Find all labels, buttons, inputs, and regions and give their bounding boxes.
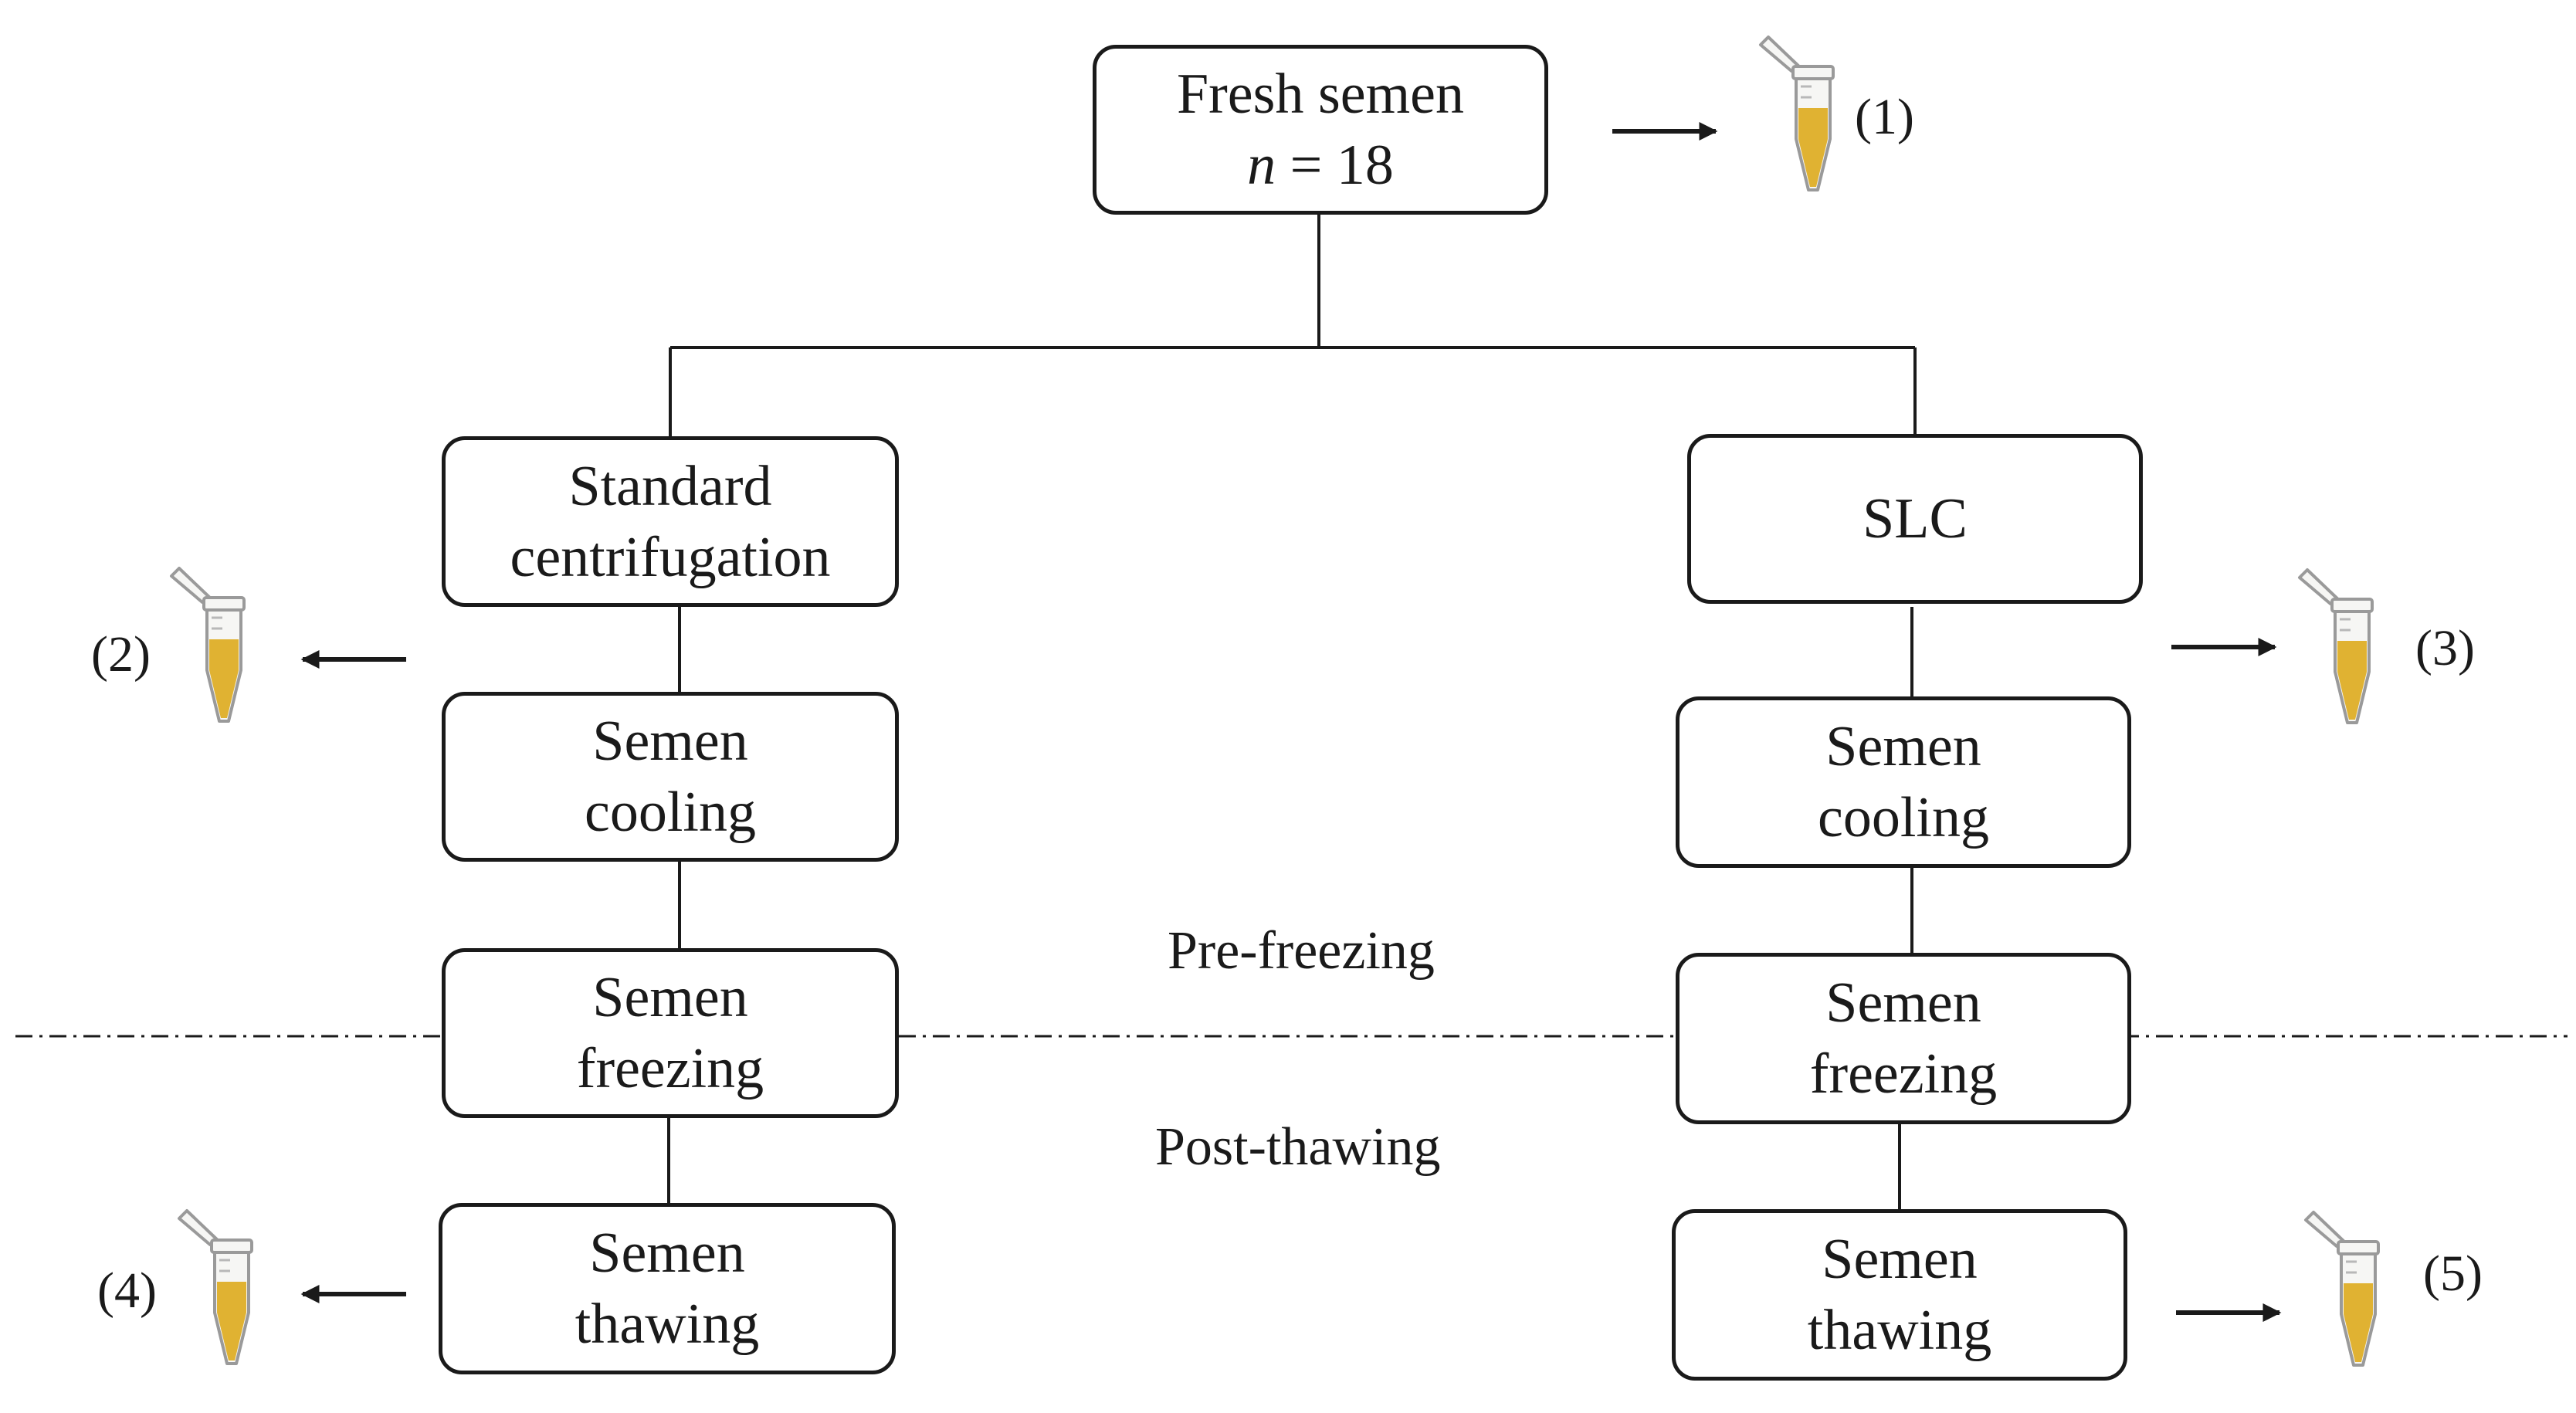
box-left-semen-freezing: Semen freezing bbox=[442, 948, 899, 1118]
tube-icon bbox=[170, 567, 246, 723]
sample-label-5: (5) bbox=[2423, 1245, 2483, 1302]
sample-label-3: (3) bbox=[2415, 620, 2475, 676]
box-line-2: centrifugation bbox=[510, 525, 831, 589]
sample-label-1: (1) bbox=[1855, 89, 1914, 145]
box-line-2: thawing bbox=[575, 1293, 760, 1356]
sample-label-4: (4) bbox=[97, 1262, 157, 1319]
box-right-semen-thawing: Semen thawing bbox=[1672, 1209, 2127, 1381]
box-line-1: Semen bbox=[592, 710, 748, 773]
box-slc: SLC bbox=[1687, 434, 2143, 604]
box-right-semen-freezing: Semen freezing bbox=[1676, 953, 2131, 1124]
box-line-2: thawing bbox=[1807, 1299, 1992, 1362]
sampling-arrows bbox=[300, 122, 2282, 1322]
box-left-semen-cooling: Semen cooling bbox=[442, 692, 899, 862]
box-line-1: Standard bbox=[568, 454, 772, 518]
tube-icon bbox=[1759, 36, 1835, 191]
phase-label-post-thawing: Post-thawing bbox=[1155, 1117, 1441, 1177]
phase-label-pre-freezing: Pre-freezing bbox=[1168, 921, 1435, 981]
box-line-1: Semen bbox=[592, 966, 748, 1029]
box-line-2: freezing bbox=[576, 1037, 764, 1100]
box-line-1: Semen bbox=[1825, 971, 1981, 1035]
box-right-semen-cooling: Semen cooling bbox=[1676, 696, 2131, 868]
box-line-1: Semen bbox=[1825, 715, 1981, 778]
box-line-2: cooling bbox=[585, 781, 756, 844]
box-line-2: freezing bbox=[1809, 1042, 1998, 1106]
n-symbol: n bbox=[1247, 134, 1276, 197]
box-standard-centrifugation: Standard centrifugation bbox=[442, 436, 899, 607]
sample-label-2: (2) bbox=[91, 626, 151, 683]
box-line-1: SLC bbox=[1863, 487, 1968, 551]
box-line-2: cooling bbox=[1818, 786, 1989, 849]
box-line-1: Semen bbox=[1822, 1228, 1978, 1291]
tree-connectors bbox=[667, 215, 1917, 1209]
tube-icon bbox=[178, 1209, 253, 1365]
box-line-1: Semen bbox=[589, 1222, 745, 1285]
tube-icon bbox=[2304, 1211, 2380, 1367]
box-fresh-semen: Fresh semen n = 18 bbox=[1093, 45, 1548, 215]
sample-size: n = 18 bbox=[1247, 130, 1394, 201]
box-left-semen-thawing: Semen thawing bbox=[439, 1203, 896, 1374]
box-fresh-semen-label: Fresh semen bbox=[1177, 63, 1464, 126]
n-value: = 18 bbox=[1276, 134, 1394, 197]
tube-icon bbox=[2298, 568, 2374, 724]
